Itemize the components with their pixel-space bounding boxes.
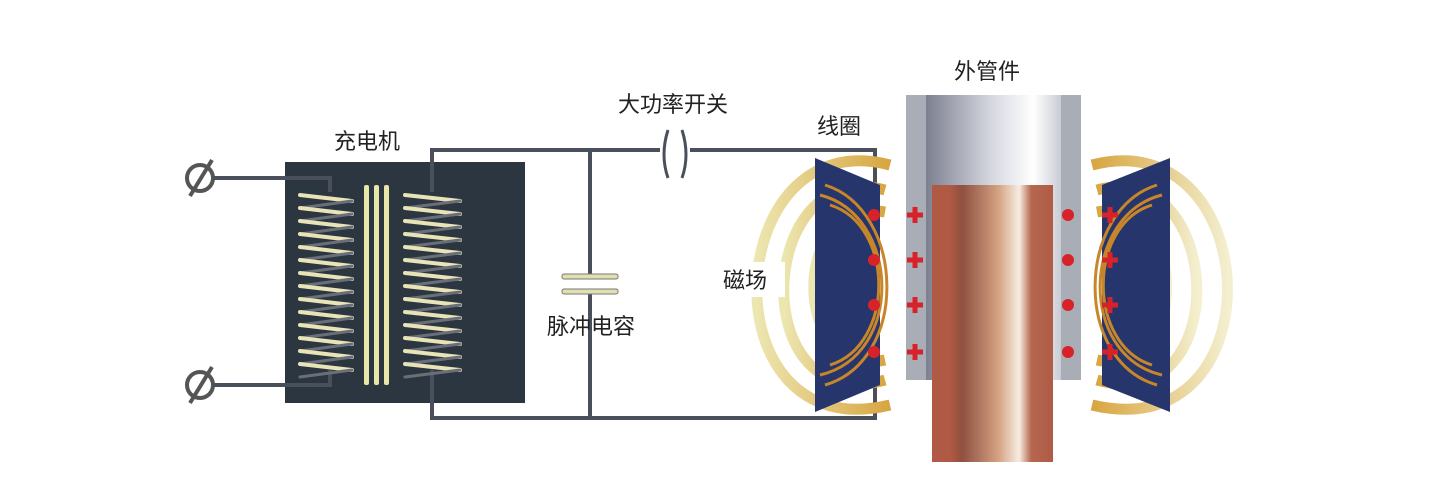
charge-dot <box>868 299 880 311</box>
winding-turn <box>298 219 354 229</box>
winding-turn <box>403 232 462 242</box>
winding-turn-back <box>298 264 354 275</box>
winding-turn-back <box>298 316 354 327</box>
winding-turn-back <box>298 329 354 340</box>
winding-turn <box>403 284 462 294</box>
coil-windings <box>819 183 1163 387</box>
winding-turn <box>403 297 462 307</box>
pulse-capacitor-symbol <box>561 273 619 295</box>
charge-dot <box>868 346 880 358</box>
winding-turn-back <box>403 225 462 236</box>
winding-turn-back <box>403 251 462 262</box>
winding-turn <box>298 284 354 294</box>
plus-charge-icon <box>907 207 923 223</box>
winding-turn-back <box>403 316 462 327</box>
winding-turn-back <box>403 212 462 223</box>
winding-turn <box>298 362 354 372</box>
winding-turn <box>298 297 354 307</box>
winding-turn <box>298 310 354 320</box>
plus-charge-icon <box>907 252 923 268</box>
label-outer-tube: 外管件 <box>953 60 1021 85</box>
charge-dot <box>1062 209 1074 221</box>
transformer-core <box>364 185 389 385</box>
winding-turn <box>403 245 462 255</box>
plus-charge-icon <box>907 297 923 313</box>
plus-charge-icon <box>1102 207 1118 223</box>
inner-copper-tube <box>932 185 1053 462</box>
label-pulse-capacitor: 脉冲电容 <box>546 315 636 340</box>
input-terminal-top <box>185 158 215 198</box>
winding-turn-back <box>298 290 354 301</box>
wires <box>213 148 877 420</box>
winding-turn-back <box>298 212 354 223</box>
label-coil: 线圈 <box>816 115 862 140</box>
label-magnetic-field: 磁场 <box>722 269 768 294</box>
high-power-switch-symbol <box>660 129 690 179</box>
winding-turn <box>403 271 462 281</box>
winding-turn-back <box>298 238 354 249</box>
charge-dot <box>868 209 880 221</box>
winding-turn <box>403 206 462 216</box>
winding-turn <box>298 271 354 281</box>
plus-charge-icon <box>1102 344 1118 360</box>
plus-charge-icon <box>907 344 923 360</box>
winding-turn-back <box>298 277 354 288</box>
charge-dot <box>868 254 880 266</box>
field-label-gap <box>705 262 785 297</box>
label-high-power-switch: 大功率开关 <box>617 93 729 118</box>
winding-turn-back <box>403 303 462 314</box>
winding-turn-back <box>298 225 354 236</box>
winding-turn <box>403 193 462 203</box>
winding-turn <box>298 206 354 216</box>
winding-turn <box>403 323 462 333</box>
winding-turn-back <box>298 342 354 353</box>
winding-turn-back <box>403 264 462 275</box>
plus-charge-icon <box>1102 252 1118 268</box>
secondary-winding <box>403 193 462 379</box>
winding-turn <box>298 245 354 255</box>
winding-turn <box>403 258 462 268</box>
winding-turn <box>403 310 462 320</box>
winding-turn-back <box>403 238 462 249</box>
winding-turn-back <box>403 199 462 210</box>
winding-turn-back <box>403 329 462 340</box>
winding-turn-back <box>403 342 462 353</box>
primary-winding <box>298 193 354 379</box>
plus-charge-icon <box>1102 297 1118 313</box>
charge-dot <box>1062 346 1074 358</box>
winding-turn-back <box>403 355 462 366</box>
charge-dot <box>1062 254 1074 266</box>
winding-turn <box>298 258 354 268</box>
winding-turn <box>298 323 354 333</box>
input-terminal-bottom <box>185 365 215 405</box>
winding-turn-back <box>298 251 354 262</box>
charges <box>868 207 1118 360</box>
winding-turn-back <box>403 368 462 379</box>
winding-turn <box>298 193 354 203</box>
winding-turn-back <box>403 290 462 301</box>
winding-turn <box>403 349 462 359</box>
label-charger: 充电机 <box>333 130 401 155</box>
winding-turn <box>298 232 354 242</box>
winding-turn <box>298 336 354 346</box>
winding-turn-back <box>298 303 354 314</box>
winding-turn-back <box>403 277 462 288</box>
winding-turn <box>403 336 462 346</box>
winding-turn <box>403 219 462 229</box>
charge-dot <box>1062 299 1074 311</box>
winding-turn-back <box>298 355 354 366</box>
winding-turn <box>403 362 462 372</box>
winding-turn-back <box>298 368 354 379</box>
winding-turn <box>298 349 354 359</box>
winding-turn-back <box>298 199 354 210</box>
